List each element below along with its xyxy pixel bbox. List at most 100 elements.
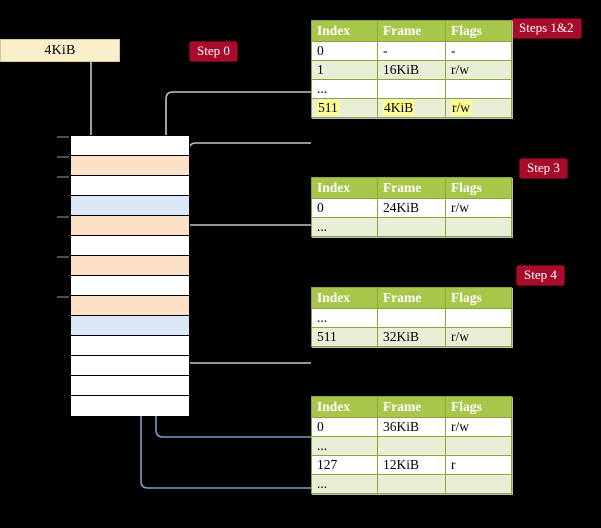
highlight: 511 [317,100,339,115]
wire-step3 [178,224,311,259]
memory-frame-5 [71,236,189,256]
highlight: r/w [451,100,471,115]
memory-frame-0 [71,136,189,156]
table-row: 511 4KiB r/w [311,98,512,118]
cell-flags-2: r [445,455,512,475]
memory-frame-12 [71,376,189,396]
table-row: ... [311,217,512,237]
cell-frame-3: 4KiB [377,98,446,118]
memory-frame-7 [71,276,189,296]
cell-index-3: ... [311,474,378,494]
cell-flags-0: - [445,41,512,61]
memory-frame-6 [71,256,189,276]
memory-frame-8 [71,296,189,316]
memory-tick-4 [57,216,69,218]
source-box-label: 4KiB [44,42,76,58]
physical-memory-column [57,135,190,416]
memory-frame-11 [71,356,189,376]
column-header-flags: Flags [445,287,512,309]
table-row: ... [311,79,512,99]
cell-flags-2 [445,79,512,99]
memory-tick-6 [57,256,69,258]
column-header-flags: Flags [445,177,512,199]
cell-frame-3 [377,474,446,494]
cell-frame-2: 12KiB [377,455,446,475]
cell-index-0: 0 [311,41,378,61]
badge-step-3: Step 3 [519,158,568,179]
cell-index-0: 0 [311,417,378,437]
memory-tick-1 [57,156,69,158]
badge-step-0: Step 0 [189,41,238,62]
cell-flags-0: r/w [445,417,512,437]
cell-index-1: 1 [311,60,378,80]
column-header-frame: Frame [377,20,446,42]
cell-frame-1: 16KiB [377,60,446,80]
cell-index-1: ... [311,436,378,456]
table-row: ... [311,308,512,328]
memory-frame-1 [71,156,189,176]
memory-frame-9 [71,316,189,336]
badge-steps-1-2: Steps 1&2 [511,18,582,39]
cell-index-0: 0 [311,198,378,218]
table-row: ... [311,436,512,456]
memory-tick-2 [57,176,69,178]
cell-flags-3: r/w [445,98,512,118]
cell-index-0: ... [311,308,378,328]
table-row: 0-- [311,41,512,61]
cell-index-3: 511 [311,98,378,118]
memory-frame-3 [71,196,189,216]
cell-flags-1 [445,436,512,456]
cell-flags-0: r/w [445,198,512,218]
column-header-frame: Frame [377,287,446,309]
cell-frame-1: 32KiB [377,327,446,347]
memory-frame-4 [71,216,189,236]
memory-tick-0 [57,136,69,138]
cell-flags-1: r/w [445,327,512,347]
cell-flags-3 [445,474,512,494]
column-header-frame: Frame [377,177,446,199]
cell-flags-1 [445,217,512,237]
memory-tick-8 [57,296,69,298]
cell-frame-0: 36KiB [377,417,446,437]
column-header-index: Index [311,287,378,309]
cell-frame-0 [377,308,446,328]
column-header-index: Index [311,177,378,199]
cell-index-2: ... [311,79,378,99]
memory-frame-2 [71,176,189,196]
column-header-index: Index [311,20,378,42]
wire-step4 [173,308,311,364]
cell-flags-0 [445,308,512,328]
cell-index-2: 127 [311,455,378,475]
table-row: ... [311,474,512,494]
memory-frame-10 [71,336,189,356]
cell-frame-1 [377,436,446,456]
cell-index-1: 511 [311,327,378,347]
column-header-index: Index [311,396,378,418]
cell-frame-2 [377,79,446,99]
cell-frame-1 [377,217,446,237]
highlight: 4KiB [383,100,415,115]
memory-frame-13 [71,396,189,416]
badge-step-4: Step 4 [516,265,565,286]
cell-index-1: ... [311,217,378,237]
cell-frame-0: - [377,41,446,61]
cell-frame-0: 24KiB [377,198,446,218]
column-header-frame: Frame [377,396,446,418]
column-header-flags: Flags [445,396,512,418]
column-header-flags: Flags [445,20,512,42]
cell-flags-1: r/w [445,60,512,80]
